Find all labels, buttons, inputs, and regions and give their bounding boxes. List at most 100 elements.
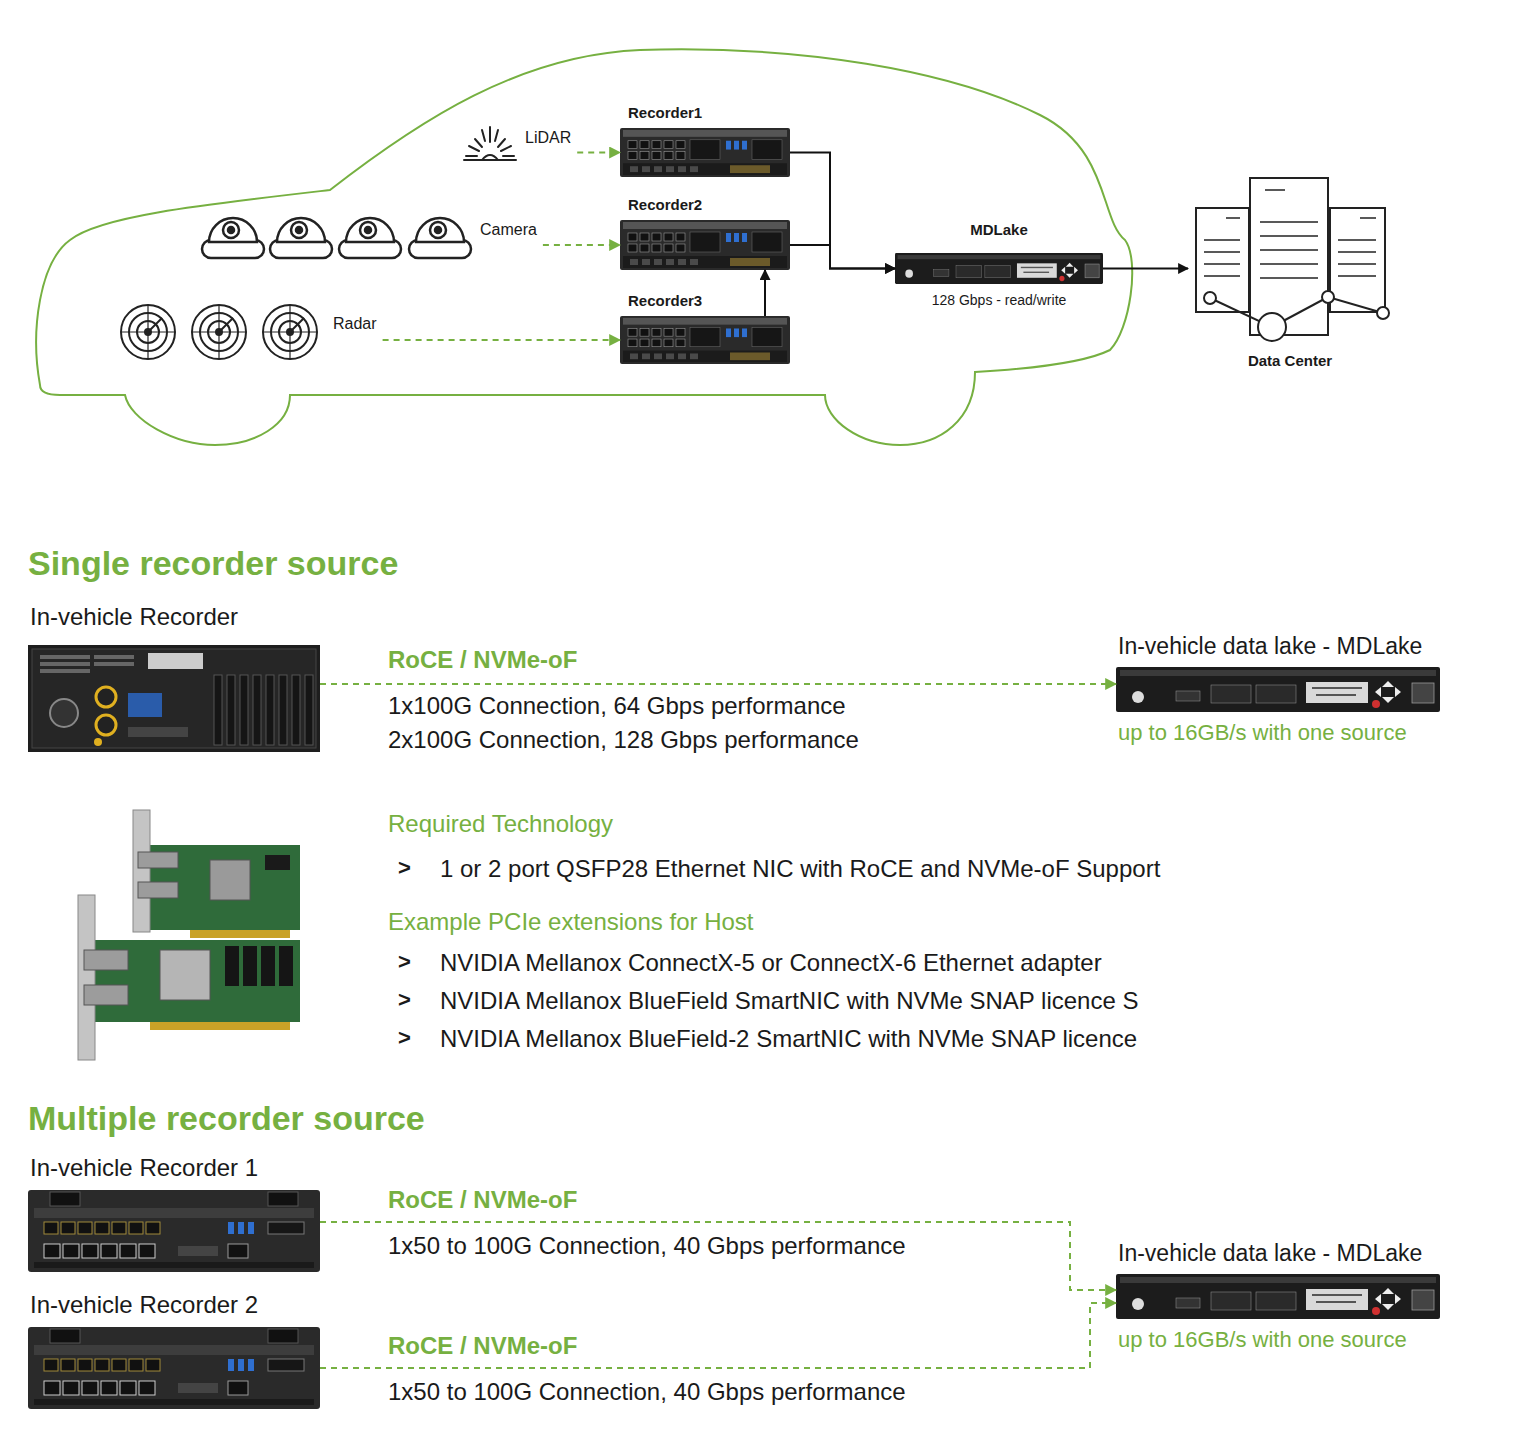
lidar-icon [464,159,516,161]
nic-card [138,852,178,868]
camera-icons [435,227,441,233]
subheading: Example PCIe extensions for Host [388,908,754,937]
node-title: In-vehicle data lake - MDLake [1118,633,1422,661]
lidar-icon [482,130,485,141]
node-title: LiDAR [525,128,571,147]
recorder-device [28,645,320,752]
nic-card [261,946,275,986]
recorder-device [28,1327,320,1409]
nic-card [265,855,290,870]
data-lake: MDLake128 Gbps - read/write [895,253,1103,284]
nic-card [138,882,178,898]
data-lake: In-vehicle data lake - MDLakeup to 16GB/… [1116,667,1440,712]
lidar-icon [498,139,505,147]
node-caption: up to 16GB/s with one source [1118,1327,1407,1353]
connector-label: RoCE / NVMe-oF [388,1332,577,1361]
data-center-icon [1330,208,1385,312]
camera-icons [360,222,376,238]
data-center-icon [1204,263,1240,265]
camera-icons [209,218,257,242]
nic-card [78,895,300,1060]
lidar-icon [469,146,479,151]
lidar-icon [501,146,511,151]
data-center-icon [1250,178,1328,335]
spec-text: 1x50 to 100G Connection, 40 Gbps perform… [388,1378,906,1407]
camera-icons [416,218,464,242]
data-center-icon [1196,208,1249,312]
nic-card [279,946,293,986]
nic-card [190,930,290,938]
data-center-icon [1204,190,1376,278]
node-title: Radar [333,314,377,333]
radar-icons [121,305,317,359]
sensor-group: Camera [198,208,543,260]
camera-icons [228,227,234,233]
data-center-icon [1204,239,1240,241]
data-center-icon [1196,178,1389,341]
nic-card [133,810,300,938]
nic-card [78,895,95,1060]
nic-card [210,860,250,900]
lidar-icon [489,127,491,142]
list-item: 1 or 2 port QSFP28 Ethernet NIC with RoC… [440,855,1160,884]
section-heading: Multiple recorder source [28,1098,425,1139]
radar-icons [121,305,175,359]
radar-icons [192,305,246,359]
car-outline [36,49,1132,445]
connector [383,339,620,341]
node-title: In-vehicle Recorder 2 [30,1291,258,1320]
connector [790,153,895,269]
node-title: Recorder2 [628,196,702,214]
nic-card [225,946,293,986]
mdlake-device [895,253,1103,284]
camera-icons [291,222,307,238]
recorder: In-vehicle Recorder [28,645,320,752]
bullet: > [398,949,411,975]
lidar-icon [464,127,516,160]
connector [543,244,620,246]
sensor-group: LiDAR [462,124,577,162]
camera-icons [430,222,446,238]
data-center-icon [1360,217,1376,219]
nic-card [133,810,150,932]
recorder-device [620,128,790,177]
node-title: Data Center [1248,352,1332,370]
lidar-icon [466,155,477,157]
spec-text: 2x100G Connection, 128 Gbps performance [388,726,859,755]
recorder: In-vehicle Recorder 2 [28,1327,320,1409]
nic-card [84,985,128,1005]
data-center-icon [1328,297,1383,313]
node-title: In-vehicle data lake - MDLake [1118,1240,1422,1268]
connector [1103,268,1188,270]
lidar-icon [503,155,514,157]
recorder: Recorder2 [620,220,790,270]
data-center-icon [1204,292,1216,304]
connector-label: RoCE / NVMe-oF [388,1186,577,1215]
camera-icons [223,222,239,238]
bullet: > [398,1025,411,1051]
node-title: Recorder3 [628,292,702,310]
spec-text: 1x100G Connection, 64 Gbps performance [388,692,846,721]
radar-icons [145,329,151,335]
data-center-icon [1204,275,1240,277]
connector [320,1222,1116,1290]
mdlake-device [1116,1274,1440,1319]
lidar-icon [495,130,498,141]
data-center-icon [1226,217,1240,219]
data-center: Data Center [1188,176,1392,346]
radar-icons [287,329,293,335]
nic-card [225,946,239,986]
bullet: > [398,987,411,1013]
connector [320,1303,1116,1368]
connector-label: RoCE / NVMe-oF [388,646,577,675]
list-item: NVIDIA Mellanox BlueField SmartNIC with … [440,987,1138,1016]
node-title: In-vehicle Recorder 1 [30,1154,258,1183]
mdlake-device [1116,667,1440,712]
section-heading: Single recorder source [28,543,398,584]
data-center-icon [1322,291,1334,303]
data-lake: In-vehicle data lake - MDLakeup to 16GB/… [1116,1274,1440,1319]
data-center-icon [1260,249,1318,251]
lidar-icon [475,139,482,147]
node-title: MDLake [970,221,1028,239]
